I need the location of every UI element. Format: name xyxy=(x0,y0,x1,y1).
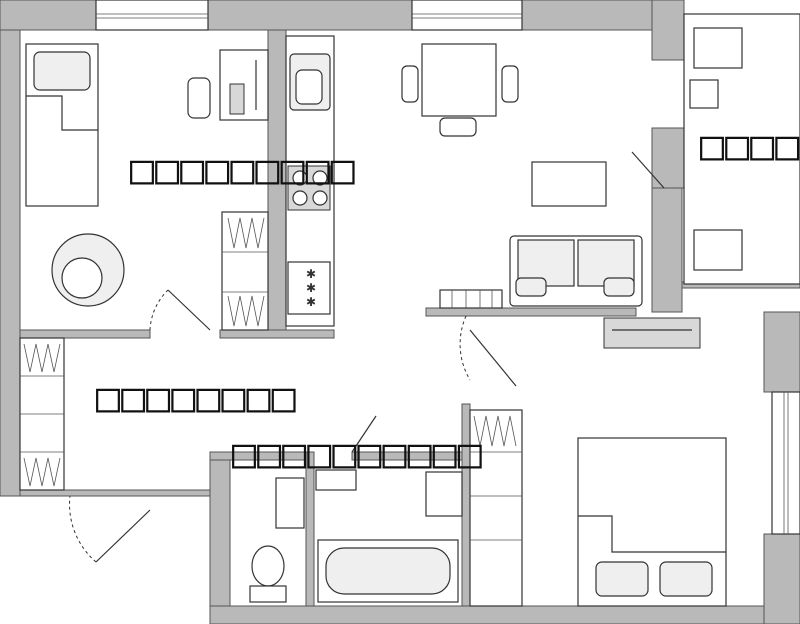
wardrobe-left xyxy=(221,211,269,331)
desk xyxy=(187,49,269,121)
svg-text:✱: ✱ xyxy=(306,295,316,309)
bathroom-fixtures xyxy=(249,469,463,603)
balcony-chairs xyxy=(689,27,743,271)
interior-walls xyxy=(19,29,637,607)
tv-stand xyxy=(603,317,701,349)
bookshelf xyxy=(439,289,503,309)
wardrobe-hall xyxy=(19,337,65,491)
kitchen-counter: ✱ ✱ ✱ xyxy=(285,35,335,327)
bed-double xyxy=(577,437,727,607)
label-balcony: □□□□ xyxy=(700,123,800,169)
label-bathroom: □□□□□□□□□□ xyxy=(232,431,483,477)
svg-text:✱: ✱ xyxy=(306,281,316,295)
dining-table xyxy=(401,43,519,137)
label-hall: □□□□□□□□ xyxy=(96,375,297,421)
label-bedroom-left: □□□□□□□□□ xyxy=(130,147,356,193)
svg-text:✱: ✱ xyxy=(306,267,316,281)
armchair xyxy=(51,233,125,307)
wardrobe-right xyxy=(469,409,523,607)
bed-single xyxy=(25,43,99,207)
doors xyxy=(69,151,665,563)
sofa xyxy=(509,235,643,307)
coffee-table xyxy=(531,161,607,207)
